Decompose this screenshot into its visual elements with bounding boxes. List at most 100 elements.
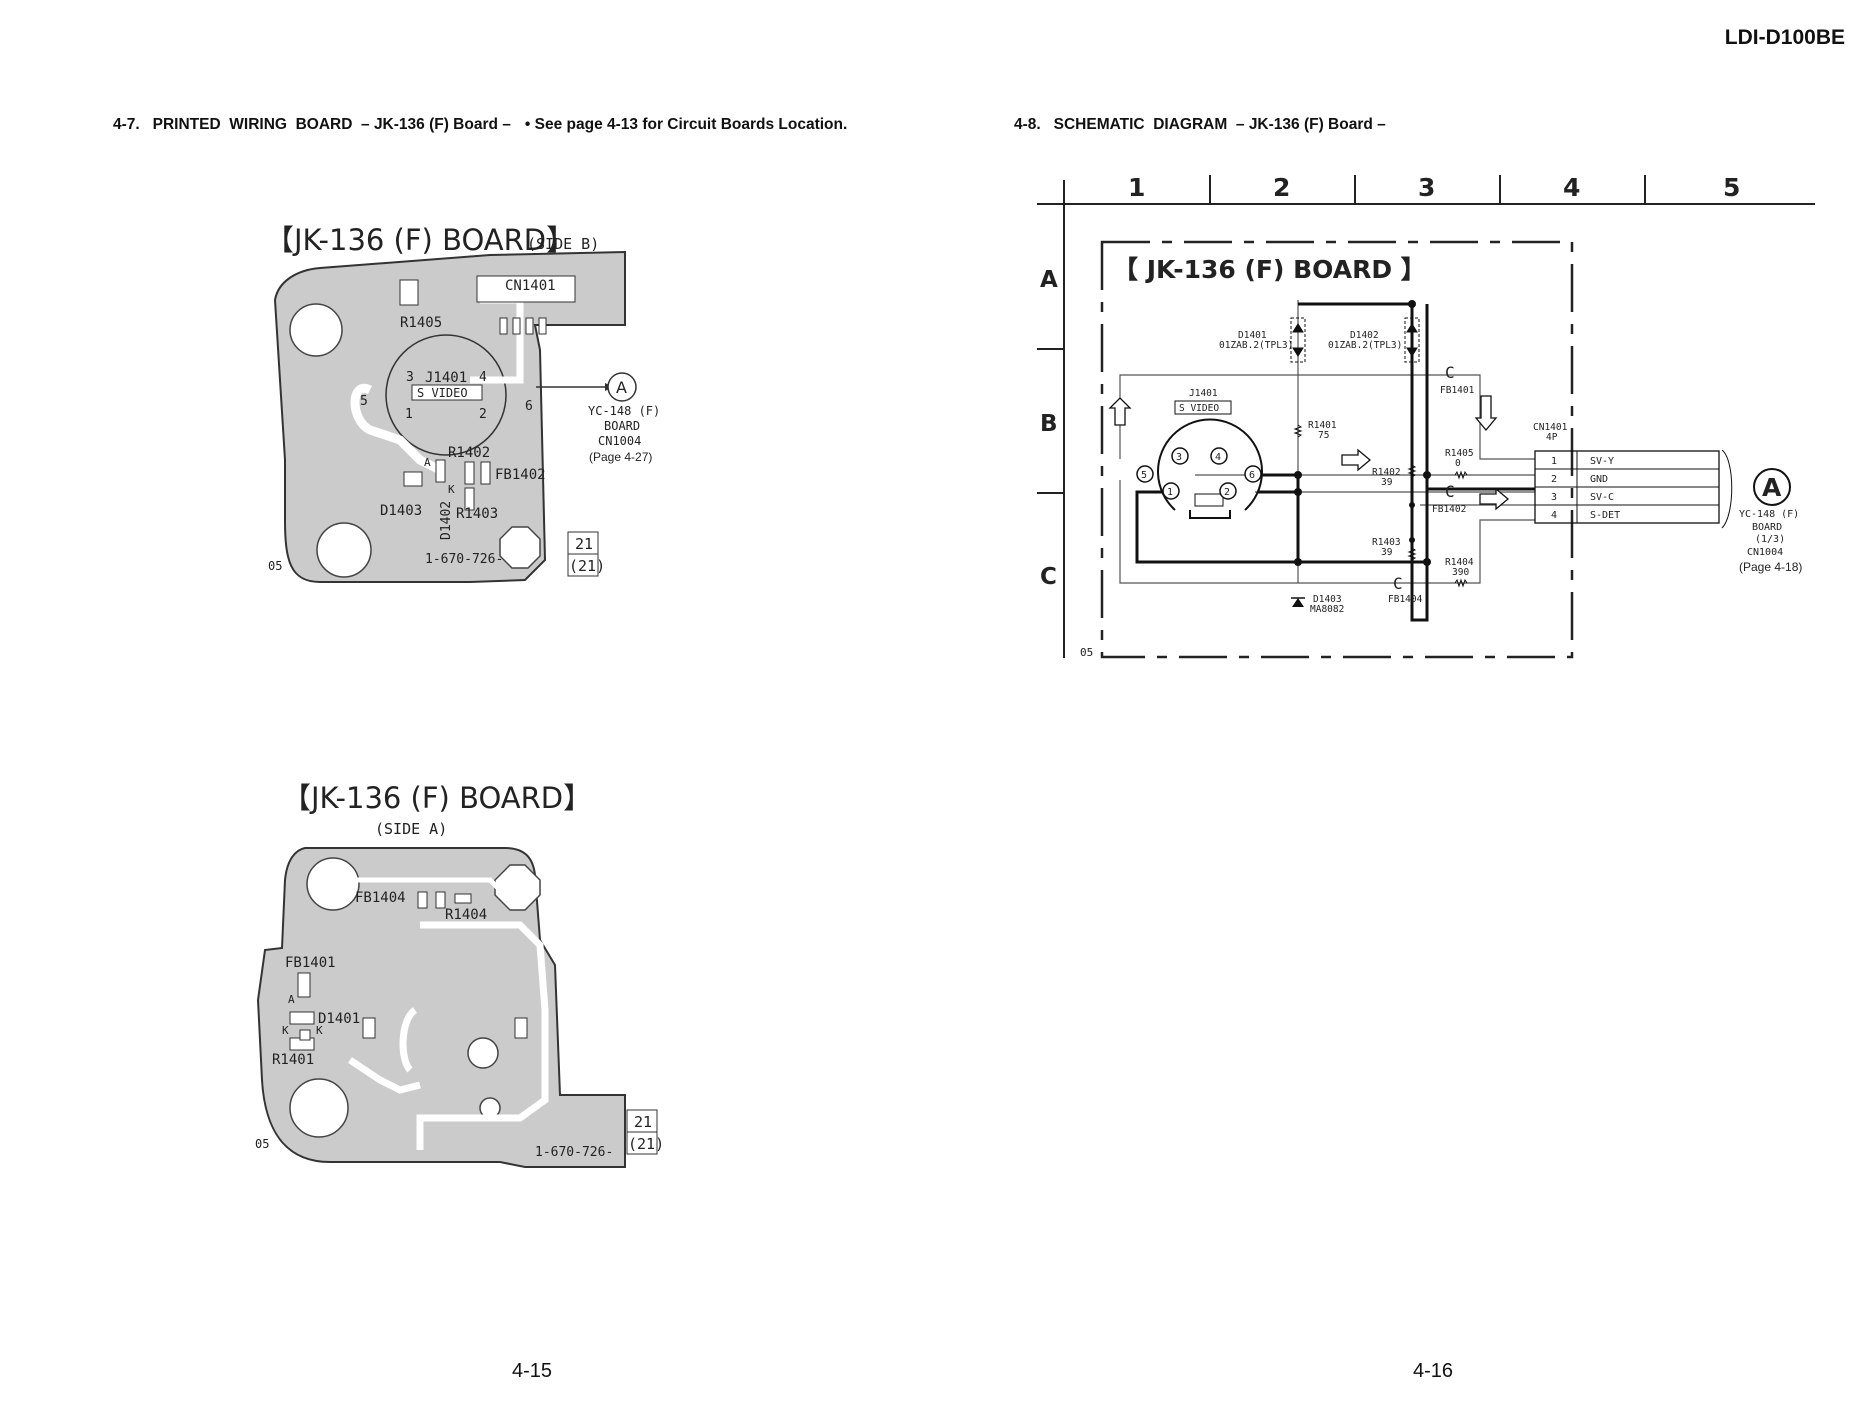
label-fb1404: FB1404 bbox=[355, 890, 406, 906]
fb1404-pad bbox=[435, 891, 446, 909]
pwb-side-b: 【JK-136 (F) BOARD】 (SIDE B) CN1401 R1405… bbox=[265, 223, 660, 583]
model-number: LDI-D100BE bbox=[1724, 26, 1845, 49]
fb1404-symbol: C bbox=[1393, 574, 1403, 593]
jack-hole bbox=[467, 1037, 499, 1069]
reference-line4: CN1004 bbox=[1747, 547, 1783, 558]
label-d1403: D1403 bbox=[380, 503, 422, 519]
reference-brace bbox=[1721, 449, 1733, 529]
label-r1403: R1403 bbox=[456, 506, 498, 522]
r1403-pad bbox=[464, 487, 475, 511]
label-r1405: R1405 bbox=[400, 315, 442, 331]
jack-pin-2: 2 bbox=[1224, 487, 1230, 498]
label-anode: A bbox=[424, 456, 431, 469]
pad bbox=[514, 1017, 528, 1039]
schematic-section-heading: 4-8. SCHEMATIC DIAGRAM – JK-136 (F) Boar… bbox=[1014, 116, 1386, 133]
column-2: 2 bbox=[1273, 173, 1290, 202]
fb1401-pad bbox=[297, 972, 311, 998]
fb1401-symbol: C bbox=[1445, 363, 1455, 382]
location-note: • See page 4-13 for Circuit Boards Locat… bbox=[524, 116, 848, 133]
jack-pin-6: 6 bbox=[525, 399, 533, 414]
r1404-symbol bbox=[1454, 578, 1468, 588]
revision-bottom: (21) bbox=[628, 1135, 664, 1153]
revision-top: 21 bbox=[575, 535, 593, 553]
revision-bottom: (21) bbox=[569, 557, 605, 575]
jack-pin-4: 4 bbox=[479, 370, 487, 385]
page-number-left: 4-15 bbox=[512, 1360, 553, 1382]
label-j1401: J1401 bbox=[1189, 388, 1218, 399]
label-cn1401-pins: 4P bbox=[1546, 432, 1558, 443]
mount-hole bbox=[316, 522, 372, 578]
column-1: 1 bbox=[1128, 173, 1145, 202]
column-4: 4 bbox=[1563, 173, 1580, 202]
fb1402-symbol: C bbox=[1445, 482, 1455, 501]
connector-marker-circle bbox=[607, 372, 637, 402]
junction-dots bbox=[1294, 300, 1431, 566]
connector-page-ref: (Page 4-27) bbox=[589, 450, 652, 464]
row-b: B bbox=[1040, 411, 1058, 437]
r1405-symbol bbox=[1454, 470, 1468, 480]
mount-hole bbox=[306, 857, 360, 911]
label-r1403-value: 39 bbox=[1381, 547, 1393, 558]
cn1401-pin-3-signal: SV-C bbox=[1590, 492, 1614, 503]
pwb-side-b-outline bbox=[273, 250, 626, 583]
label-r1405-value: 0 bbox=[1455, 458, 1461, 469]
label-fb1404: FB1404 bbox=[1388, 594, 1423, 605]
label-d1401: D1401 bbox=[318, 1011, 360, 1027]
cn1401-pins bbox=[499, 317, 547, 335]
label-r1403: R1403 bbox=[1372, 537, 1401, 548]
jack-pin-1: 1 bbox=[405, 407, 413, 422]
label-cathode: K bbox=[316, 1024, 323, 1037]
label-cn1401: CN1401 bbox=[1533, 422, 1568, 433]
jack-pin-5: 5 bbox=[1141, 470, 1147, 481]
pwb-section-title: 4-7. PRINTED WIRING BOARD – JK-136 (F) B… bbox=[113, 116, 511, 133]
part-number: 1-670-726- bbox=[425, 552, 503, 567]
connector-line2: BOARD bbox=[604, 419, 640, 433]
row-a: A bbox=[1040, 267, 1058, 293]
cn1401-pin-1-signal: SV-Y bbox=[1590, 456, 1614, 467]
jack-pin-5: 5 bbox=[360, 394, 368, 409]
connector-marker-letter: A bbox=[616, 378, 627, 397]
cn1401-pin-4-num: 4 bbox=[1551, 510, 1557, 521]
label-fb1402: FB1402 bbox=[495, 467, 546, 483]
cn1401-grid bbox=[1535, 451, 1719, 523]
pwb-section-heading: 4-7. PRINTED WIRING BOARD – JK-136 (F) B… bbox=[113, 116, 847, 134]
mount-hole bbox=[289, 303, 343, 357]
label-r1401: R1401 bbox=[1308, 420, 1337, 431]
reference-page: (Page 4-18) bbox=[1739, 560, 1802, 574]
d1402-symbol bbox=[1404, 317, 1420, 363]
label-r1404-value: 390 bbox=[1452, 567, 1469, 578]
cn1401-pin-1-num: 1 bbox=[1551, 456, 1557, 467]
j1401-box bbox=[1174, 400, 1232, 415]
jack-pin-2: 2 bbox=[479, 407, 487, 422]
label-cathode: K bbox=[282, 1024, 289, 1037]
cn1401-pin-2-num: 2 bbox=[1551, 474, 1557, 485]
jack-shell bbox=[1157, 418, 1263, 511]
d1401-pad bbox=[289, 1011, 315, 1025]
label-r1404: R1404 bbox=[445, 907, 487, 923]
r1405-pad bbox=[399, 279, 419, 306]
column-5: 5 bbox=[1723, 173, 1740, 202]
ground-wires bbox=[1135, 302, 1535, 622]
r1402-pad bbox=[435, 459, 446, 483]
label-s-video: S VIDEO bbox=[417, 386, 468, 400]
label-r1402: R1402 bbox=[1372, 467, 1401, 478]
cn1401-pin-2-signal: GND bbox=[1590, 474, 1608, 485]
label-j1401: J1401 bbox=[425, 370, 467, 386]
r1404-pad bbox=[454, 893, 472, 904]
jack-pin-1: 1 bbox=[1167, 487, 1173, 498]
pad bbox=[362, 1017, 376, 1039]
label-fb1402: FB1402 bbox=[1432, 504, 1466, 515]
label-r1402-value: 39 bbox=[1381, 477, 1393, 488]
label-s-video: S VIDEO bbox=[1179, 403, 1219, 414]
revision-top: 21 bbox=[634, 1113, 652, 1131]
schematic-board-title: 【 JK-136 (F) BOARD 】 bbox=[1113, 255, 1426, 284]
board-boundary bbox=[1100, 240, 1574, 659]
row-c: C bbox=[1040, 564, 1057, 590]
trace bbox=[350, 877, 507, 897]
label-fb1401: FB1401 bbox=[285, 955, 336, 971]
jack-key-slot bbox=[1194, 493, 1224, 507]
column-3: 3 bbox=[1418, 173, 1435, 202]
jack-pin-3: 3 bbox=[1176, 452, 1182, 463]
label-d1402: D1402 bbox=[1350, 330, 1379, 341]
label-r1402: R1402 bbox=[448, 445, 490, 461]
